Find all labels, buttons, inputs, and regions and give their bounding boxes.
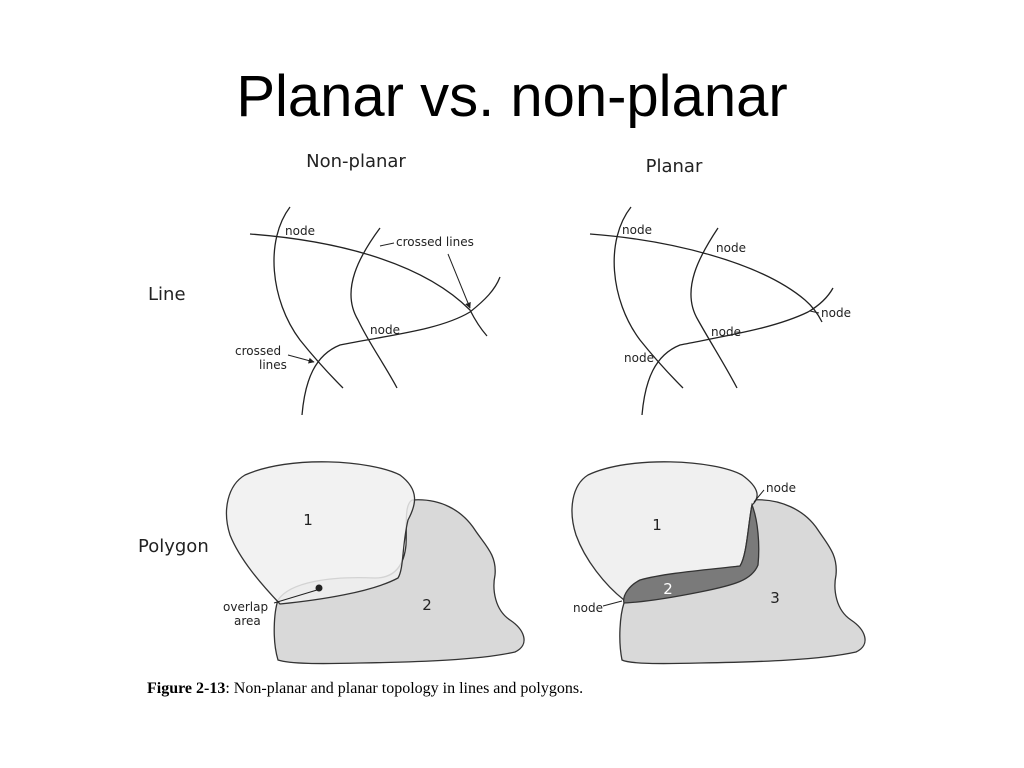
nonplanar-line-diagram <box>249 206 501 416</box>
label-crossed-lines: crossed lines <box>396 235 474 249</box>
crossed-arrow-left <box>287 354 315 364</box>
polygon-2 <box>623 502 760 604</box>
nonplanar-polygon-labels: 1 2 overlap area <box>223 511 432 628</box>
caption-text: : Non-planar and planar topology in line… <box>225 680 584 697</box>
label-node: node <box>766 481 796 495</box>
label-poly-2: 2 <box>663 580 673 598</box>
crossed-arrow-tick <box>379 242 395 247</box>
label-node: node <box>711 325 741 339</box>
planar-polygon-labels: 1 2 3 node node <box>573 481 796 615</box>
crossed-arrow-top <box>447 253 471 309</box>
line-bottom <box>641 287 834 416</box>
line-left-curve <box>273 206 344 389</box>
header-planar: Planar <box>646 156 703 177</box>
line-mid-curve <box>690 227 738 389</box>
nonplanar-polygon-diagram <box>225 461 525 665</box>
overlap-pointer <box>273 589 318 604</box>
label-overlap-2: area <box>234 614 261 628</box>
label-node: node <box>716 241 746 255</box>
node-pointer-top <box>753 489 765 503</box>
label-poly-2: 2 <box>422 596 432 614</box>
row-label-polygon: Polygon <box>138 536 209 557</box>
label-node: node <box>622 223 652 237</box>
figure-caption: Figure 2-13: Non-planar and planar topol… <box>147 680 583 698</box>
row-label-line: Line <box>148 284 186 305</box>
node-pointer-left <box>602 600 623 607</box>
label-node: node <box>624 351 654 365</box>
planar-polygon-diagram <box>571 461 866 665</box>
overlap-dot <box>315 584 323 592</box>
planar-line-labels: node node node node node <box>622 223 851 365</box>
label-node: node <box>821 306 851 320</box>
label-crossed-left-1: crossed <box>235 344 281 358</box>
label-overlap-1: overlap <box>223 600 268 614</box>
line-left-curve <box>613 206 684 389</box>
label-crossed-left-2: lines <box>259 358 287 372</box>
label-node: node <box>573 601 603 615</box>
nonplanar-line-labels: node crossed lines node crossed lines <box>235 224 474 372</box>
header-nonplanar: Non-planar <box>306 151 406 172</box>
label-poly-1: 1 <box>303 511 313 529</box>
label-poly-3: 3 <box>770 589 780 607</box>
line-arc-top <box>249 233 488 337</box>
line-mid-curve <box>350 227 398 389</box>
node-tick <box>809 310 820 314</box>
line-arc-top <box>589 233 823 323</box>
planar-line-diagram <box>589 206 834 416</box>
slide-title: Planar vs. non-planar <box>236 64 788 129</box>
caption-label: Figure 2-13 <box>147 680 226 697</box>
label-poly-1: 1 <box>652 516 662 534</box>
label-node: node <box>285 224 315 238</box>
label-node: node <box>370 323 400 337</box>
polygon-1 <box>225 461 416 605</box>
line-bottom <box>301 276 501 416</box>
